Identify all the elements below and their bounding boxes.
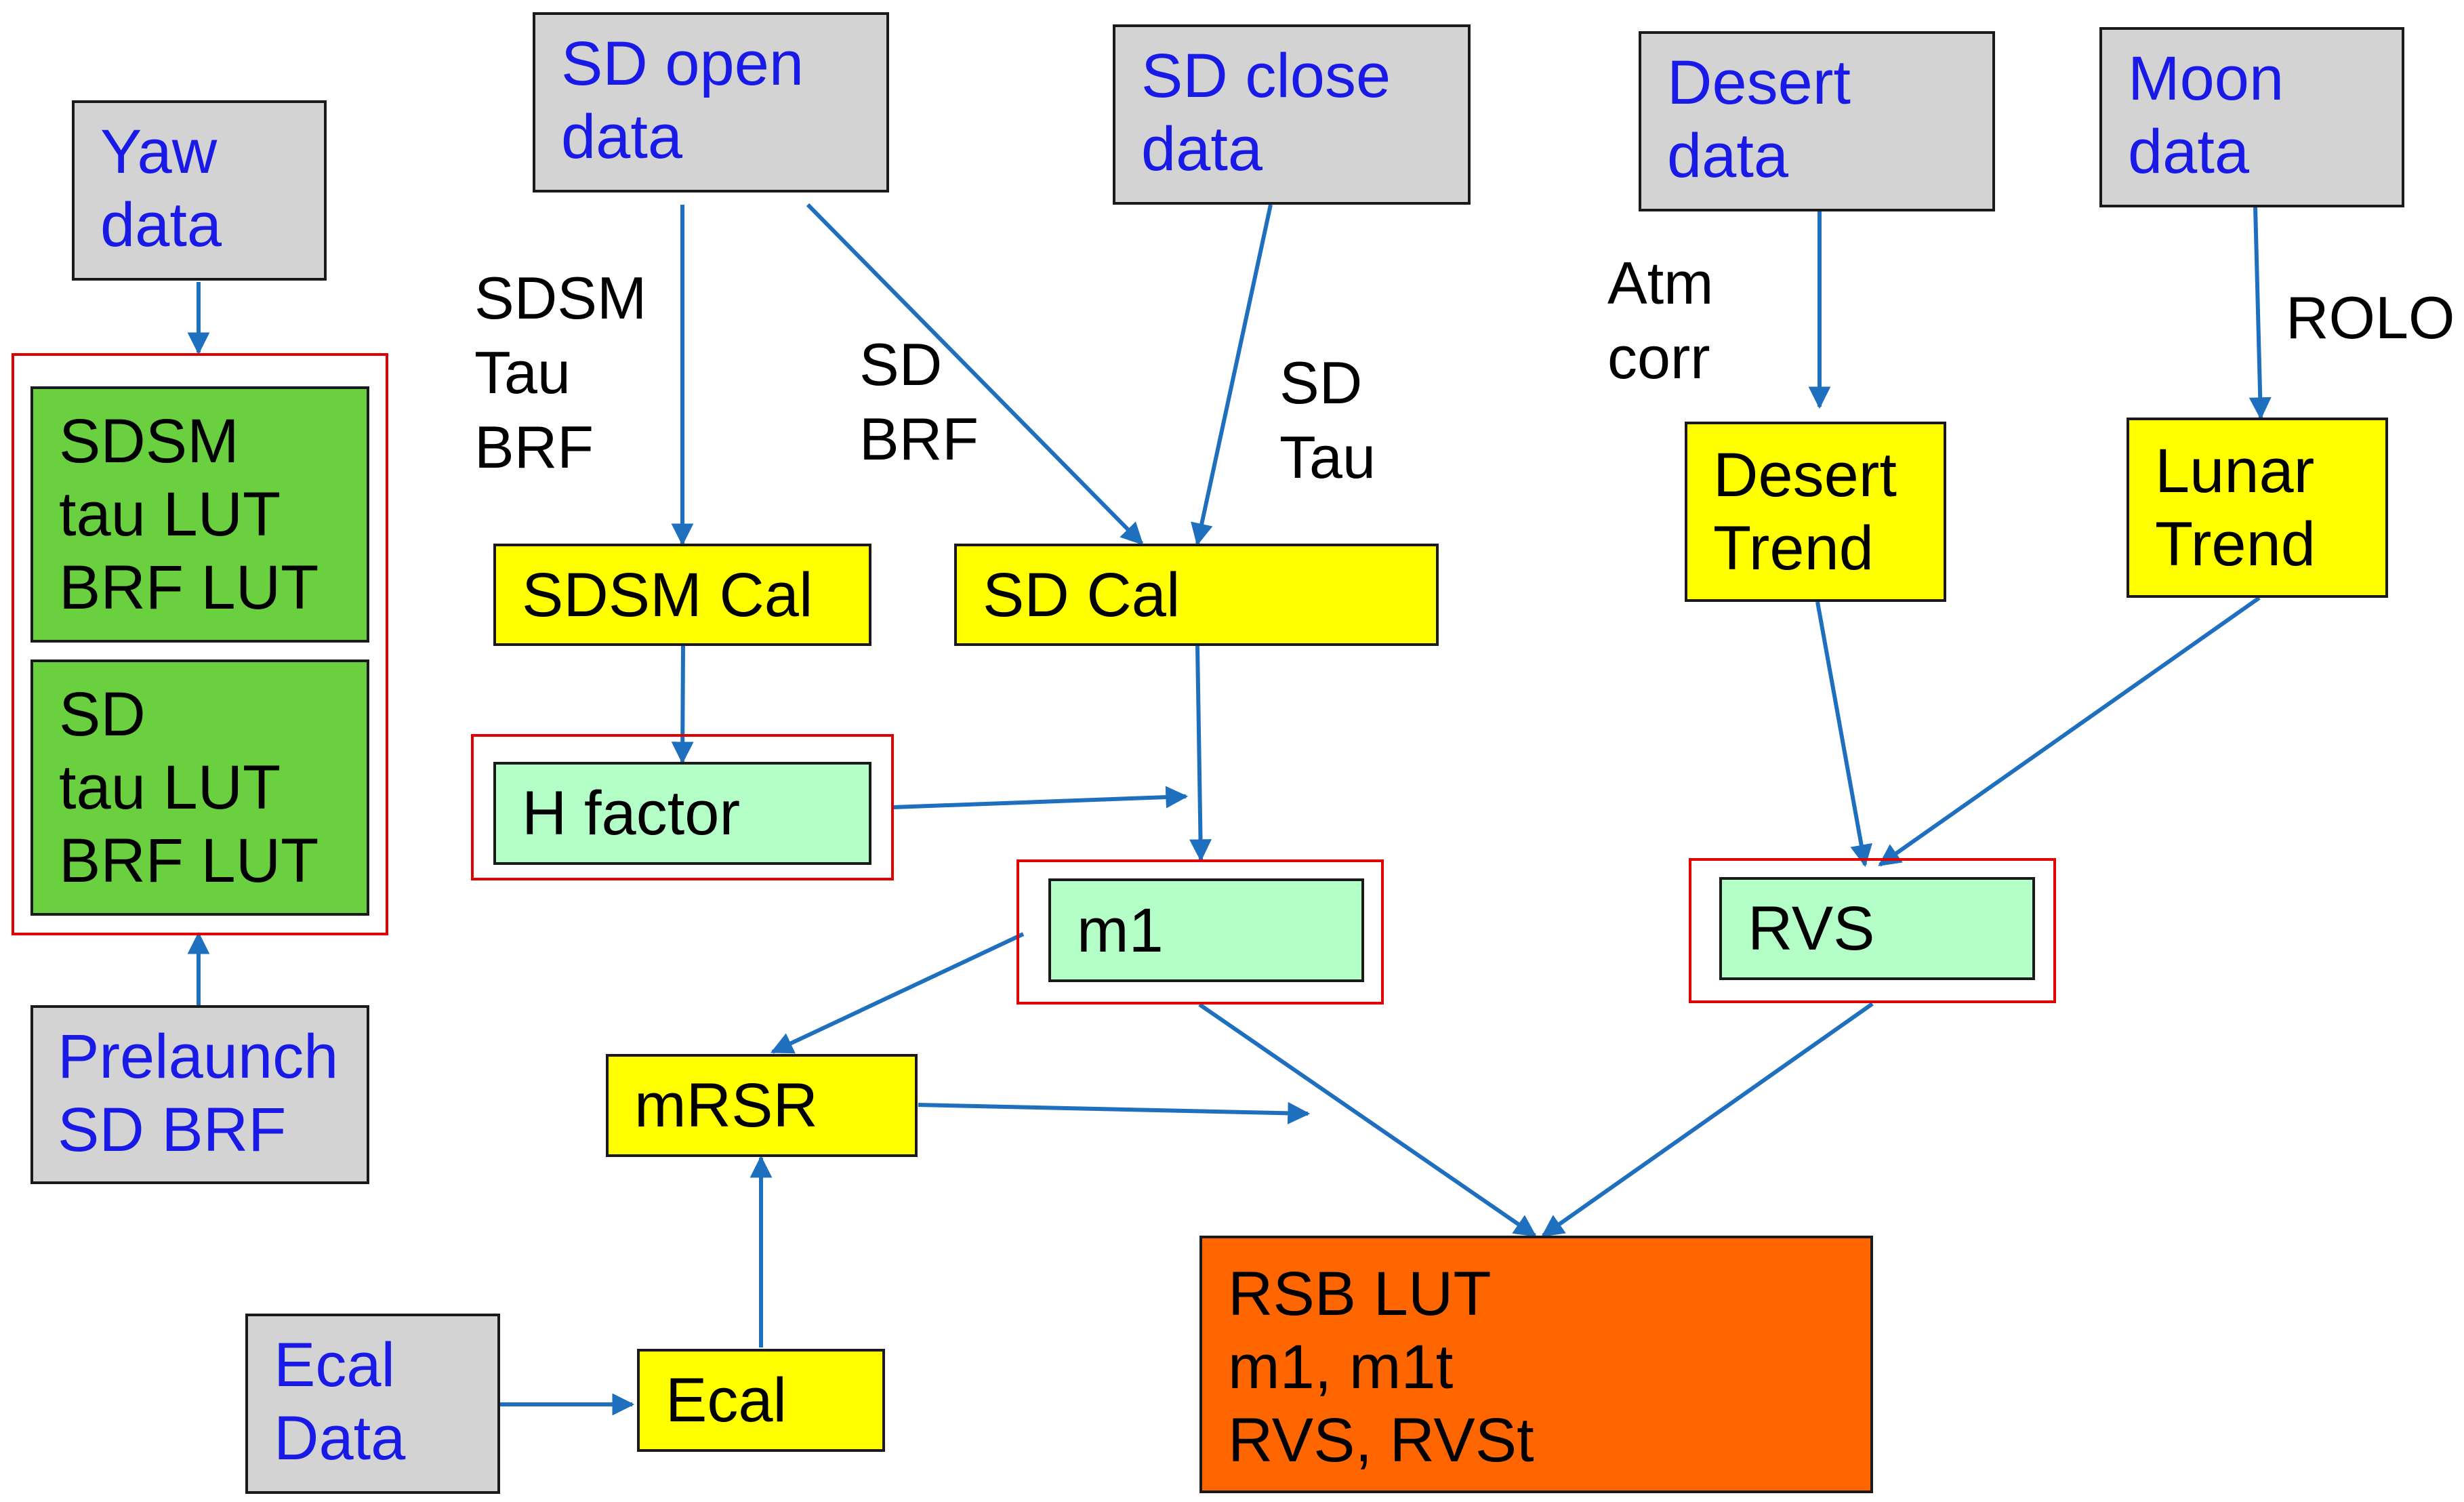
ecal-data-box: Ecal Data [245,1314,500,1494]
ecal-data-line-2: Data [274,1404,406,1473]
sdsm-lut-line-2: tau LUT [59,480,281,549]
arrow-sdcal-to-m1 [1189,645,1212,862]
rvs-label: RVS [1748,894,1875,963]
m1-label: m1 [1077,895,1164,965]
arrow-moon-to-trend [2249,206,2272,420]
sd-lut-line-1: SD [59,680,146,749]
arrow-m1-to-rsblut [1198,1002,1537,1238]
desert-trend-line-2: Trend [1713,514,1874,583]
sd-tau-label: SD Tau [1279,346,1376,495]
sd-tau-line-2: Tau [1279,424,1376,491]
desert-data-box: Desert data [1639,31,1995,211]
arrow-deserttrend-to-rvs [1815,601,1872,868]
sd-lut-line-2: tau LUT [59,753,281,822]
desert-trend-line-1: Desert [1713,441,1897,510]
sd-open-data-box: SD open data [533,12,889,192]
desert-trend-box: Desert Trend [1685,422,1946,602]
yaw-data-line-2: data [100,190,222,260]
arrow-mrsr-to-right [918,1101,1311,1124]
sdsm-lut-line-3: BRF LUT [59,553,319,622]
yaw-data-box: Yaw data [72,100,327,281]
h-factor-frame [471,734,894,880]
sdsm-cal-box: SDSM Cal [493,544,871,646]
mrsr-label: mRSR [634,1071,818,1140]
sd-tau-line-1: SD [1279,349,1363,416]
sdsm-cal-label: SDSM Cal [522,560,813,630]
sd-close-data-box: SD close data [1113,24,1471,205]
h-factor-box: H factor [493,762,871,865]
moon-data-box: Moon data [2099,27,2404,207]
sd-lut-box: SD tau LUT BRF LUT [30,659,369,916]
sd-close-data-line-1: SD close [1141,41,1391,110]
m1-frame [1017,859,1384,1004]
desert-data-line-1: Desert [1667,48,1851,117]
ecal-label: Ecal [665,1366,787,1435]
atm-corr-line-1: Atm [1607,249,1714,317]
sdsm-tau-brf-line-3: BRF [474,413,594,481]
sdsm-tau-brf-line-2: Tau [474,339,571,406]
arrow-sdopen-to-sdcal [806,203,1144,546]
sd-cal-label: SD Cal [983,560,1180,630]
atm-corr-line-2: corr [1607,324,1710,391]
moon-data-line-2: data [2128,117,2250,186]
prelaunch-line-2: SD BRF [58,1095,287,1164]
sdsm-tau-brf-line-1: SDSM [474,264,647,331]
sd-lut-line-3: BRF LUT [59,826,319,895]
rsb-lut-line-2: m1, m1t [1228,1333,1454,1402]
yaw-data-line-1: Yaw [100,117,218,186]
rsb-lut-line-1: RSB LUT [1228,1259,1492,1328]
lunar-trend-line-2: Trend [2155,510,2316,579]
atm-corr-label: Atm corr [1607,246,1713,395]
m1-box: m1 [1048,878,1364,982]
sd-open-data-line-2: data [561,102,683,171]
arrow-m1-to-mrsr [771,932,1025,1054]
ecal-box: Ecal [637,1349,885,1452]
lunar-trend-box: Lunar Trend [2127,418,2388,598]
arrow-sdclose-to-sdcal [1191,204,1273,546]
arrow-rvs-to-rsblut [1541,1002,1874,1238]
sd-open-data-line-1: SD open [561,29,804,98]
rolo-line: ROLO [2286,284,2455,351]
sd-brf-line-2: BRF [859,405,979,472]
arrow-sdsmcal-to-hfactor [671,645,694,765]
rvs-box: RVS [1719,877,2035,980]
sd-cal-box: SD Cal [954,544,1439,646]
mrsr-box: mRSR [606,1054,918,1157]
prelaunch-sd-brf-box: Prelaunch SD BRF [30,1005,369,1184]
sd-brf-label: SD BRF [859,327,979,476]
sd-close-data-line-2: data [1141,115,1263,184]
prelaunch-line-1: Prelaunch [58,1022,339,1091]
rsb-lut-box: RSB LUT m1, m1t RVS, RVSt [1199,1236,1873,1493]
lut-group-frame [12,353,388,935]
sdsm-lut-box: SDSM tau LUT BRF LUT [30,386,369,643]
desert-data-line-2: data [1667,121,1789,190]
sdsm-tau-brf-label: SDSM Tau BRF [474,261,646,485]
lunar-trend-line-1: Lunar [2155,437,2315,506]
sdsm-lut-line-1: SDSM [59,407,239,476]
arrow-lunartrend-to-rvs [1878,596,2261,867]
h-factor-label: H factor [522,779,741,848]
moon-data-line-1: Moon [2128,44,2284,113]
rvs-frame [1689,858,2056,1003]
arrow-hfactor-to-m1 [892,786,1189,809]
rsb-lut-line-3: RVS, RVSt [1228,1406,1534,1475]
rolo-label: ROLO [2286,281,2455,355]
sd-brf-line-1: SD [859,331,943,398]
ecal-data-line-1: Ecal [274,1331,395,1400]
